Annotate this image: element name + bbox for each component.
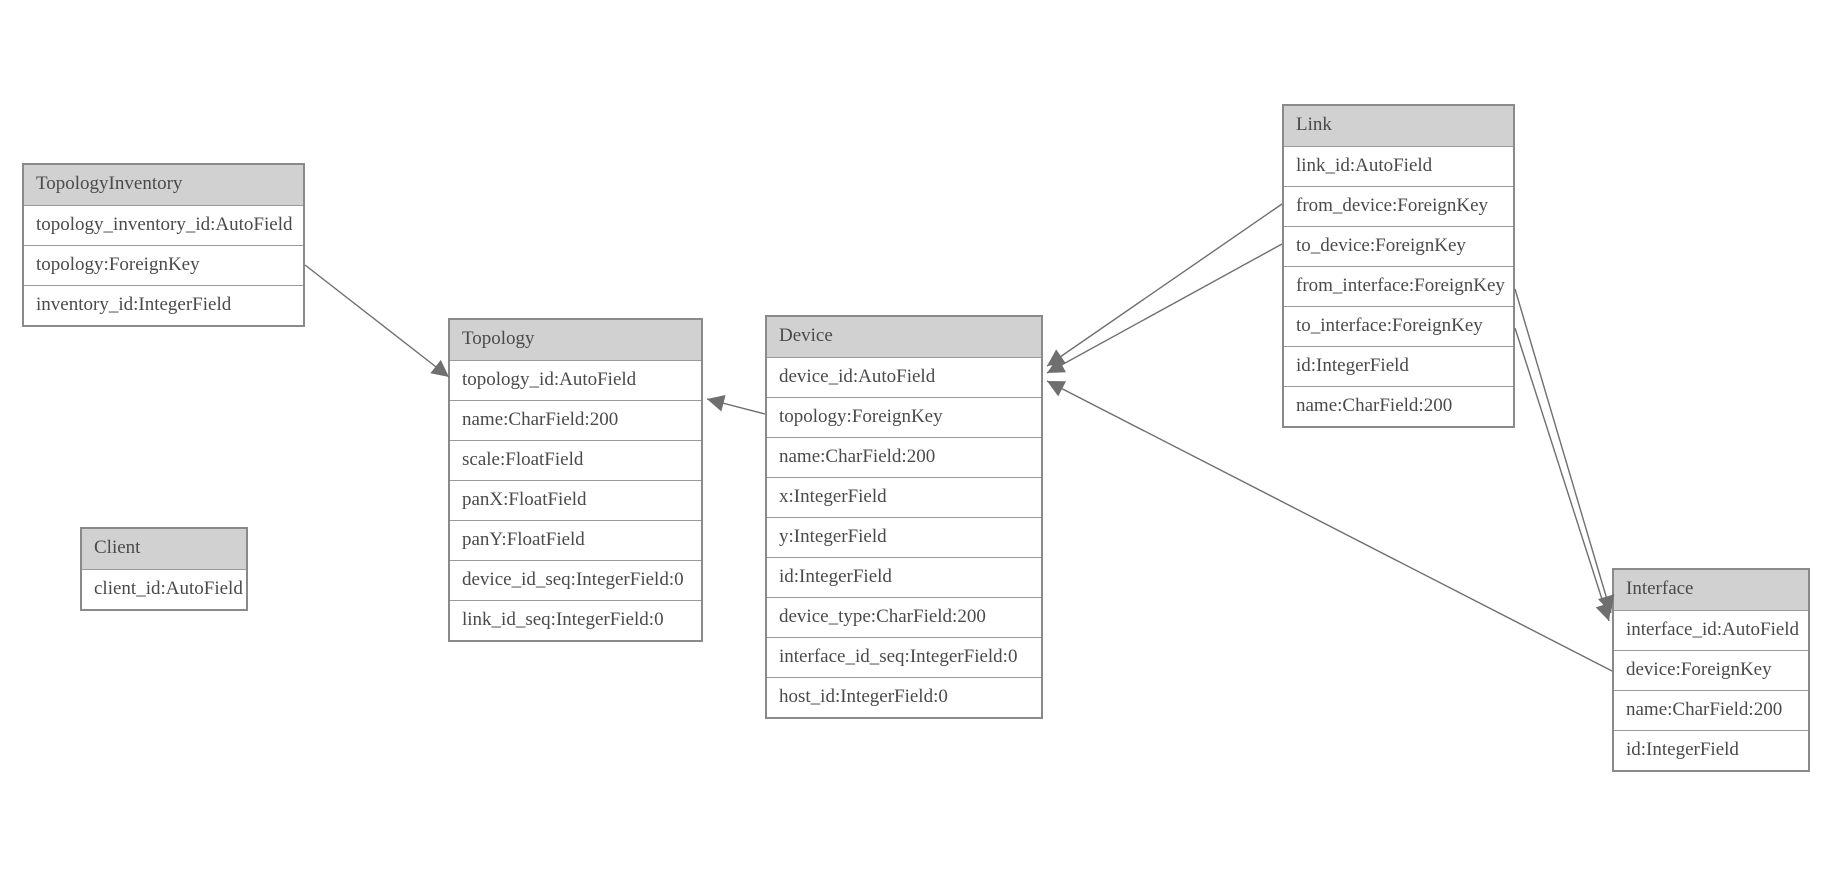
field-row: to_interface:ForeignKey [1284, 306, 1513, 346]
field-row: name:CharField:200 [450, 400, 701, 440]
entity-title: Device [767, 317, 1041, 357]
entity-title: Link [1284, 106, 1513, 146]
field-row: id:IntegerField [1284, 346, 1513, 386]
field-row: device_id:AutoField [767, 357, 1041, 397]
edge-link-from_interface-interface [1514, 288, 1615, 614]
field-row: interface_id_seq:IntegerField:0 [767, 637, 1041, 677]
entity-title: Interface [1614, 570, 1808, 610]
field-row: scale:FloatField [450, 440, 701, 480]
edge-device-topology [706, 395, 766, 415]
field-row: x:IntegerField [767, 477, 1041, 517]
field-row: name:CharField:200 [767, 437, 1041, 477]
entity-title: TopologyInventory [24, 165, 303, 205]
field-row: device:ForeignKey [1614, 650, 1808, 690]
field-row: topology_inventory_id:AutoField [24, 205, 303, 245]
field-row: y:IntegerField [767, 517, 1041, 557]
field-row: from_device:ForeignKey [1284, 186, 1513, 226]
field-row: from_interface:ForeignKey [1284, 266, 1513, 306]
field-row: device_type:CharField:200 [767, 597, 1041, 637]
field-row: inventory_id:IntegerField [24, 285, 303, 325]
field-row: topology:ForeignKey [24, 245, 303, 285]
entity-title: Topology [450, 320, 701, 360]
edge-link-to_device-device [1046, 243, 1283, 374]
field-row: device_id_seq:IntegerField:0 [450, 560, 701, 600]
field-row: host_id:IntegerField:0 [767, 677, 1041, 717]
edge-link-to_interface-interface [1514, 327, 1612, 622]
field-row: interface_id:AutoField [1614, 610, 1808, 650]
field-row: id:IntegerField [1614, 730, 1808, 770]
entity-title: Client [82, 529, 246, 569]
field-row: name:CharField:200 [1614, 690, 1808, 730]
field-row: name:CharField:200 [1284, 386, 1513, 426]
field-row: link_id_seq:IntegerField:0 [450, 600, 701, 640]
field-row: link_id:AutoField [1284, 146, 1513, 186]
edge-link-from_device-device [1046, 203, 1283, 367]
field-row: to_device:ForeignKey [1284, 226, 1513, 266]
field-row: id:IntegerField [767, 557, 1041, 597]
edge-topologyinventory-topology [304, 264, 450, 378]
field-row: topology_id:AutoField [450, 360, 701, 400]
field-row: panX:FloatField [450, 480, 701, 520]
field-row: topology:ForeignKey [767, 397, 1041, 437]
field-row: client_id:AutoField [82, 569, 246, 609]
field-row: panY:FloatField [450, 520, 701, 560]
